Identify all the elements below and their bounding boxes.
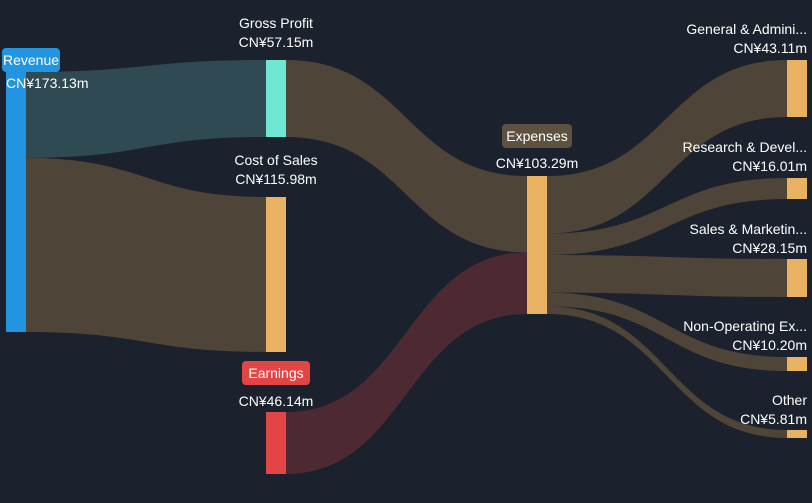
- node-value-revenue: CN¥173.13m: [6, 75, 89, 91]
- link-expenses-to-ga: [547, 60, 787, 234]
- node-name-nonop: Non-Operating Ex...: [683, 318, 807, 334]
- node-value-sm: CN¥28.15m: [732, 240, 807, 256]
- node-pill-expenses: [502, 124, 572, 148]
- node-bar-gross_profit: [266, 60, 286, 137]
- node-bar-expenses: [527, 176, 547, 314]
- node-name-cost_of_sales: Cost of Sales: [234, 152, 317, 168]
- node-value-other: CN¥5.81m: [740, 411, 807, 427]
- link-expenses-to-rd: [547, 178, 787, 255]
- node-name-gross_profit: Gross Profit: [239, 15, 313, 31]
- node-value-gross_profit: CN¥57.15m: [239, 34, 314, 50]
- link-gross_profit-to-expenses: [286, 60, 527, 253]
- node-bar-cost_of_sales: [266, 197, 286, 352]
- node-pill-earnings: [242, 361, 310, 385]
- node-name-revenue: Revenue: [3, 52, 59, 68]
- link-earnings-to-expenses: [286, 252, 527, 474]
- node-value-ga: CN¥43.11m: [733, 40, 807, 56]
- link-revenue-to-gross_profit: [26, 60, 266, 158]
- link-revenue-to-cost_of_sales: [26, 157, 266, 352]
- node-bar-ga: [787, 60, 807, 117]
- node-value-expenses: CN¥103.29m: [496, 155, 579, 171]
- node-name-rd: Research & Devel...: [683, 139, 808, 155]
- node-pill-revenue: [2, 48, 60, 72]
- node-value-cost_of_sales: CN¥115.98m: [235, 171, 316, 187]
- node-name-expenses: Expenses: [506, 128, 567, 144]
- node-name-ga: General & Admini...: [686, 21, 807, 37]
- link-expenses-to-nonop: [547, 292, 787, 371]
- link-expenses-to-sm: [547, 254, 787, 297]
- node-value-rd: CN¥16.01m: [732, 158, 807, 174]
- sankey-links: [26, 60, 787, 474]
- node-bar-other: [787, 430, 807, 438]
- node-bar-nonop: [787, 357, 807, 371]
- node-name-sm: Sales & Marketin...: [690, 221, 808, 237]
- node-name-other: Other: [772, 392, 807, 408]
- node-bar-revenue: [6, 72, 26, 332]
- link-expenses-to-other: [547, 306, 787, 438]
- sankey-nodes: [6, 60, 807, 474]
- node-value-earnings: CN¥46.14m: [239, 393, 314, 409]
- node-value-nonop: CN¥10.20m: [732, 337, 807, 353]
- node-bar-earnings: [266, 412, 286, 474]
- node-bar-rd: [787, 178, 807, 199]
- node-bar-sm: [787, 259, 807, 297]
- node-name-earnings: Earnings: [248, 365, 303, 381]
